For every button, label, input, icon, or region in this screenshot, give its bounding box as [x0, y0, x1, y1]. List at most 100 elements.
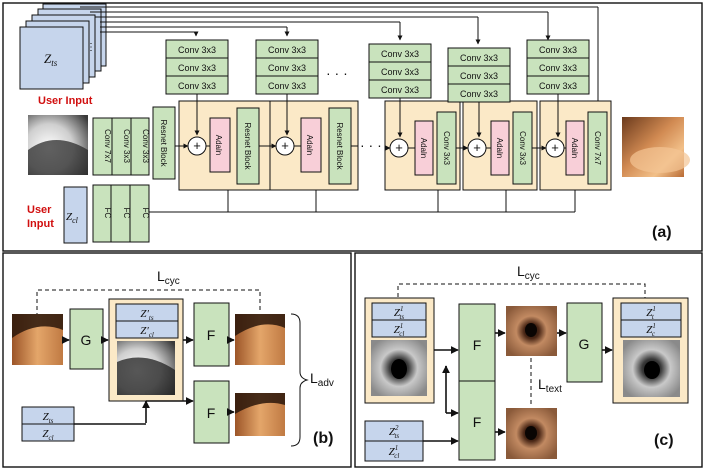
svg-text:Adaln: Adaln — [214, 135, 223, 155]
b-loss-adv: Ladv — [310, 370, 334, 389]
c-generator-g — [566, 302, 603, 383]
b-z-cl-prime: Z′cl — [140, 325, 154, 339]
b-generator-f-top — [193, 302, 230, 367]
middle-ellipsis: · · · — [360, 137, 382, 153]
svg-text:Conv 3x3: Conv 3x3 — [268, 45, 306, 55]
b-adv-brace — [290, 313, 309, 447]
c-generator-f-top — [458, 303, 496, 384]
panel-a: ⋮ Zts User Input Zcl U — [2, 2, 703, 252]
svg-text:Conv 3x3: Conv 3x3 — [178, 45, 216, 55]
svg-text:Conv 3x3: Conv 3x3 — [460, 89, 498, 99]
b-cyc-bracket — [36, 289, 261, 317]
b-generator-g-label: G — [81, 332, 92, 348]
b-generator-f-bottom-label: F — [207, 405, 216, 421]
svg-text:+: + — [281, 138, 289, 153]
b-z-ts: Zts — [43, 411, 54, 425]
decoder-block-5: Conv 3x3 Conv 3x3 Conv 3x3 + Adaln Conv … — [526, 39, 612, 191]
panel-c-label: (c) — [654, 432, 674, 449]
c-loss-cyc: Lcyc — [517, 263, 540, 282]
stack-connections — [80, 6, 601, 141]
svg-text:Adaln: Adaln — [495, 138, 504, 158]
svg-text:Conv 7x7: Conv 7x7 — [593, 131, 602, 165]
encoder-conv-stack: Conv 7x7 Conv 3x3 Conv 3x3 — [92, 117, 150, 176]
top-ellipsis: · · · — [326, 65, 348, 81]
svg-text:Conv 3x3: Conv 3x3 — [178, 81, 216, 91]
svg-text:+: + — [551, 140, 559, 155]
svg-text:+: + — [395, 140, 403, 155]
c-cyc-bracket — [397, 283, 646, 299]
c-generator-f-bottom-label: F — [473, 414, 482, 430]
c-generator-f-top-label: F — [473, 337, 482, 353]
z-cl-box: Zcl — [63, 186, 88, 244]
user-input-top-label: User Input — [38, 95, 93, 107]
svg-text:+: + — [473, 140, 481, 155]
c-generator-f-bottom — [458, 380, 496, 461]
svg-text:Conv 3x3: Conv 3x3 — [268, 63, 306, 73]
svg-text:Adaln: Adaln — [419, 138, 428, 158]
b-generator-f-top-label: F — [207, 327, 216, 343]
b-generator-g — [69, 308, 104, 370]
svg-text:Conv 3x3: Conv 3x3 — [442, 131, 451, 165]
svg-text:Conv 3x3: Conv 3x3 — [381, 67, 419, 77]
encoder-conv3-label-2: Conv 3x3 — [141, 129, 150, 163]
encoder-conv7-label: Conv 7x7 — [103, 129, 112, 163]
svg-text:Conv 3x3: Conv 3x3 — [460, 71, 498, 81]
c-generator-g-label: G — [579, 336, 590, 352]
decoder-block-4: Conv 3x3 Conv 3x3 Conv 3x3 + Adaln Conv … — [447, 47, 538, 191]
z-ts-label: Zts — [44, 51, 58, 68]
decoder-block-1: Conv 3x3 Conv 3x3 Conv 3x3 + Adaln Resne… — [165, 39, 271, 191]
b-input-image — [12, 314, 63, 365]
svg-text:Adaln: Adaln — [570, 138, 579, 158]
user-input-bottom-label-2: Input — [27, 218, 54, 230]
svg-text:Resnet Block: Resnet Block — [335, 122, 344, 170]
c-loss-text: Ltext — [538, 376, 562, 395]
b-generator-f-bottom — [193, 380, 230, 444]
svg-text:Conv 3x3: Conv 3x3 — [381, 85, 419, 95]
svg-text:Adaln: Adaln — [305, 135, 314, 155]
c-color-tube-image-bottom — [506, 408, 557, 459]
svg-text:Conv 3x3: Conv 3x3 — [268, 81, 306, 91]
b-output-image-bottom — [235, 393, 285, 436]
b-z-ts-prime: Z′ts — [140, 308, 153, 322]
z-ts-stack: ⋮ Zts — [19, 3, 107, 90]
svg-text:Conv 3x3: Conv 3x3 — [178, 63, 216, 73]
user-input-bottom-label-1: User — [27, 204, 52, 216]
b-loss-cyc: Lcyc — [157, 268, 180, 287]
svg-text:Conv 3x3: Conv 3x3 — [518, 131, 527, 165]
fc-label-2: FC — [122, 208, 131, 219]
main-data-path — [175, 143, 566, 151]
b-gray-image — [117, 341, 175, 395]
svg-text:Conv 3x3: Conv 3x3 — [539, 81, 577, 91]
svg-text:Conv 3x3: Conv 3x3 — [539, 63, 577, 73]
input-image-gray — [28, 115, 88, 175]
svg-text:Resnet Block: Resnet Block — [243, 122, 252, 170]
resnet-block-0: Resnet Block — [152, 106, 176, 180]
c-gray-tube-image-left — [371, 340, 427, 396]
c-color-tube-image-top — [506, 306, 557, 356]
svg-text:Conv 3x3: Conv 3x3 — [539, 45, 577, 55]
b-output-image-top — [235, 314, 285, 365]
svg-text:Zcl: Zcl — [66, 211, 79, 225]
panel-a-label: (a) — [652, 224, 672, 241]
stack-dots: ⋮ — [86, 42, 96, 53]
b-z-cl: Zcl — [42, 428, 53, 442]
svg-text:+: + — [193, 138, 201, 153]
encoder-conv3-label-1: Conv 3x3 — [122, 129, 131, 163]
fc-label-3: FC — [141, 208, 150, 219]
panel-b-label: (b) — [313, 430, 333, 447]
fc-label-1: FC — [103, 208, 112, 219]
output-image-color — [622, 117, 690, 177]
decoder-block-2: Conv 3x3 Conv 3x3 Conv 3x3 + Adaln Resne… — [255, 39, 359, 191]
svg-text:Conv 3x3: Conv 3x3 — [381, 49, 419, 59]
decoder-block-3: Conv 3x3 Conv 3x3 Conv 3x3 + Adaln Conv … — [368, 43, 461, 191]
svg-text:Conv 3x3: Conv 3x3 — [460, 53, 498, 63]
fc-stack: FC FC FC — [92, 184, 150, 243]
